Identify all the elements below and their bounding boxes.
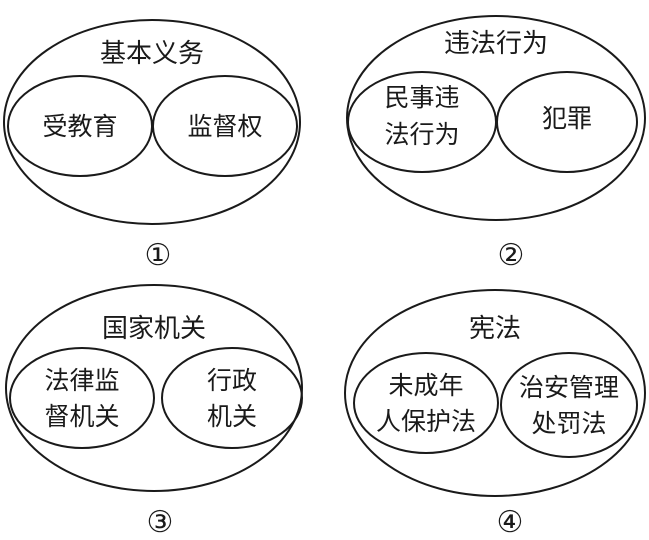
inner-left-label-line-1: 未成年 <box>388 371 463 400</box>
inner-right-label-line-1: 行政 <box>207 366 257 395</box>
diagram-number: ③ <box>147 505 174 540</box>
inner-right-label-line-1: 治安管理 <box>519 373 619 402</box>
inner-right-oval <box>152 75 298 177</box>
diagram-2: 违法行为 民事违 法行为 犯罪 ② <box>346 15 646 273</box>
inner-left-oval <box>9 347 155 449</box>
outer-label: 基本义务 <box>100 39 204 69</box>
diagram-4: 宪法 未成年 人保护法 治安管理 处罚法 ④ <box>344 289 646 540</box>
outer-label: 国家机关 <box>102 314 206 344</box>
outer-oval <box>5 284 303 492</box>
inner-right-label: 犯罪 <box>542 104 592 133</box>
inner-right-label: 监督权 <box>187 112 262 141</box>
outer-oval <box>346 15 646 221</box>
diagram-number: ② <box>498 238 525 273</box>
inner-left-label-line-1: 民事违 <box>384 83 459 112</box>
inner-left-oval <box>353 352 499 454</box>
diagram-3: 国家机关 法律监 督机关 行政 机关 ③ <box>5 284 303 540</box>
outer-label: 宪法 <box>469 314 521 344</box>
inner-left-label-line-2: 法行为 <box>384 120 459 149</box>
inner-left-label-line-1: 法律监 <box>44 366 119 395</box>
inner-right-oval <box>500 352 638 458</box>
outer-label: 违法行为 <box>444 29 548 59</box>
inner-right-label-line-2: 处罚法 <box>531 409 606 438</box>
inner-left-label: 受教育 <box>42 112 117 141</box>
outer-oval <box>3 19 301 225</box>
inner-left-label-line-2: 督机关 <box>44 402 119 431</box>
inner-right-oval <box>496 71 638 173</box>
diagram-number: ④ <box>497 505 524 540</box>
diagram-number: ① <box>145 238 172 273</box>
outer-oval <box>344 289 646 497</box>
inner-right-label-line-2: 机关 <box>207 402 257 431</box>
diagram-1: 基本义务 受教育 监督权 ① <box>3 19 301 273</box>
inner-right-oval <box>161 347 303 449</box>
inner-left-label-line-2: 人保护法 <box>376 407 476 436</box>
